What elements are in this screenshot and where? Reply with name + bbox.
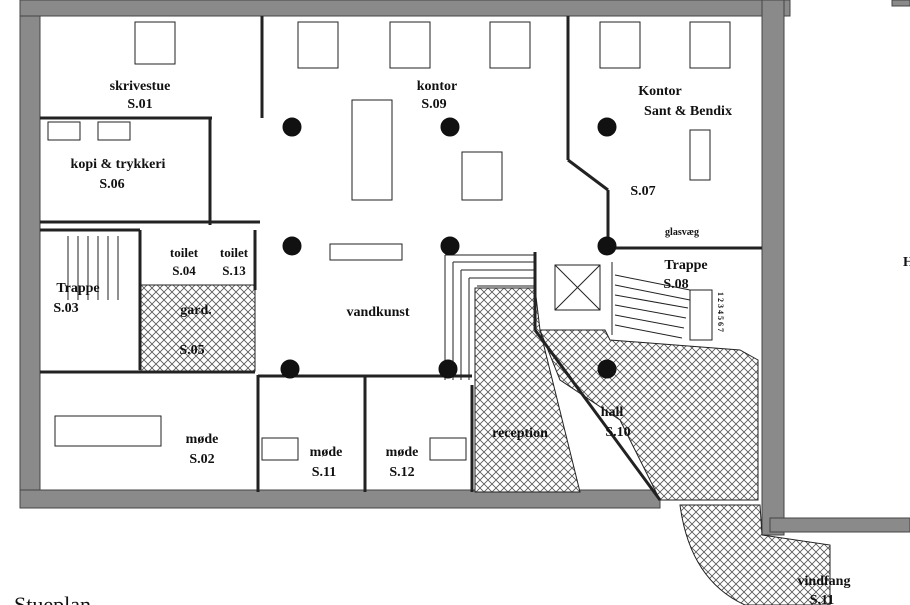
room-name-s07-line2: Sant & Bendix xyxy=(644,104,732,119)
hall-hatch xyxy=(539,329,759,501)
room-name-s13: toilet xyxy=(220,245,249,260)
room-code-s13: S.13 xyxy=(222,263,246,278)
column xyxy=(280,359,300,379)
column xyxy=(597,236,617,256)
room-code-s09: S.09 xyxy=(421,97,446,112)
edge-marker: H xyxy=(903,255,910,270)
glass-wall-label: glasvæg xyxy=(665,227,699,238)
room-labels: skrivestue S.01 kopi & trykkeri S.06 kon… xyxy=(53,79,910,605)
hatched-floors xyxy=(139,284,831,605)
room-name-s08: Trappe xyxy=(664,258,707,273)
column xyxy=(440,236,460,256)
column xyxy=(440,117,460,137)
room-name-s04: toilet xyxy=(170,245,199,260)
stair-step-numbers: 1 2 3 4 5 6 7 xyxy=(716,292,725,332)
column xyxy=(282,117,302,137)
columns xyxy=(280,117,617,379)
room-name-s03: Trappe xyxy=(56,281,99,296)
room-code-s10: S.10 xyxy=(605,425,630,440)
reception-hatch xyxy=(474,287,581,493)
room-name-s05: gard. xyxy=(180,303,212,318)
column xyxy=(597,117,617,137)
room-name-s07-line1: Kontor xyxy=(638,84,682,99)
room-name-s01: skrivestue xyxy=(110,79,171,94)
wardrobe-hatch xyxy=(139,284,256,372)
room-name-s02: møde xyxy=(186,432,219,447)
room-code-s06: S.06 xyxy=(99,177,124,192)
room-code-s08: S.08 xyxy=(663,277,688,292)
room-code-s01: S.01 xyxy=(127,97,152,112)
room-name-s06: kopi & trykkeri xyxy=(71,157,166,172)
room-code-s11-meeting: S.11 xyxy=(312,465,337,480)
room-code-vindfang: S.11 xyxy=(810,593,835,605)
vindfang-hatch xyxy=(679,504,831,605)
column xyxy=(597,359,617,379)
room-code-s02: S.02 xyxy=(189,452,214,467)
room-code-s07: S.07 xyxy=(630,184,655,199)
furniture xyxy=(47,21,731,461)
room-name-s10: hall xyxy=(601,405,624,420)
room-code-s05: S.05 xyxy=(179,343,204,358)
room-name-s11-meeting: møde xyxy=(310,445,343,460)
room-name-s12: møde xyxy=(386,445,419,460)
outer-walls xyxy=(19,0,910,536)
column xyxy=(438,359,458,379)
plan-title: Stueplan xyxy=(14,592,91,605)
reception-label: reception xyxy=(492,426,548,441)
room-code-s12: S.12 xyxy=(389,465,414,480)
room-code-s03: S.03 xyxy=(53,301,78,316)
vandkunst-label: vandkunst xyxy=(346,305,409,320)
column xyxy=(282,236,302,256)
room-name-vindfang: vindfang xyxy=(798,574,851,589)
room-name-s09: kontor xyxy=(417,79,457,94)
room-code-s04: S.04 xyxy=(172,263,196,278)
stairs xyxy=(67,236,713,380)
